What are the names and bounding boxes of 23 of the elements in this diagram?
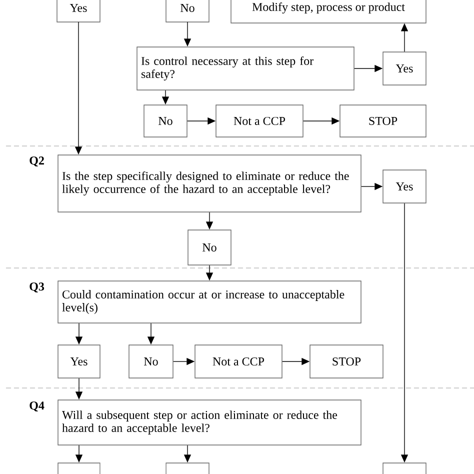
- answer-box: Modify step, process or product: [230, 0, 426, 24]
- empty-box: [166, 462, 210, 474]
- empty-box: [382, 462, 426, 474]
- answer-box: Yes: [382, 170, 426, 204]
- answer-box: No: [188, 230, 232, 266]
- question-box: Is control necessary at this step for safety?: [136, 46, 354, 90]
- answer-box: Yes: [58, 344, 100, 378]
- answer-box: No: [128, 344, 174, 378]
- answer-box: STOP: [340, 104, 426, 138]
- answer-box: Yes: [56, 0, 100, 22]
- question-label: Q3: [30, 282, 44, 292]
- empty-box: [58, 462, 100, 474]
- question-box: Will a subsequent step or action eliminate or reduce the hazard to an acceptable level?: [58, 400, 362, 446]
- answer-box: Not a CCP: [216, 104, 304, 138]
- answer-box: No: [144, 104, 188, 138]
- answer-box: STOP: [310, 344, 384, 378]
- question-label: Q4: [30, 402, 44, 412]
- question-box: Could contamination occur at or increase to unacceptable level(s): [58, 280, 362, 324]
- question-box: Is the step specifically designed to eliminate or reduce the likely occurrence of the hazard to an acceptable level?: [58, 154, 362, 212]
- answer-box: No: [166, 0, 210, 22]
- answer-box: Not a CCP: [194, 344, 282, 378]
- answer-box: Yes: [382, 52, 426, 86]
- question-label: Q2: [30, 156, 44, 166]
